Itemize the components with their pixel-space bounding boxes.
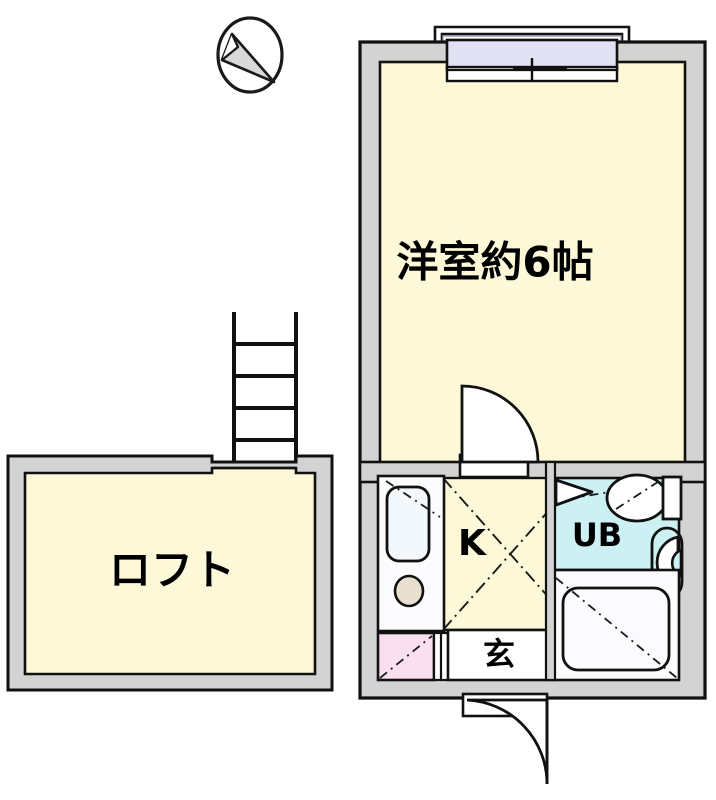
room-label-entrance: 玄 xyxy=(483,635,515,673)
sliding-door-kitchen[interactable] xyxy=(432,631,450,682)
room-label-main: 洋室約6帖 xyxy=(396,238,593,287)
room-main xyxy=(378,60,687,468)
room-loft xyxy=(6,454,334,692)
room-label-kitchen: K xyxy=(458,523,487,564)
north-compass-icon xyxy=(216,16,284,94)
interior-wall-ub xyxy=(544,460,557,682)
kitchen-diagonal-b xyxy=(442,507,552,631)
bathtub xyxy=(561,586,671,672)
sliding-window[interactable] xyxy=(445,38,619,83)
bathtub-area xyxy=(552,568,681,682)
swing-door-entrance[interactable] xyxy=(461,692,549,785)
kitchen-burner xyxy=(393,574,425,608)
kitchen-sink xyxy=(385,485,431,563)
room-label-unit-bath: UB xyxy=(572,516,622,554)
swing-door-room[interactable] xyxy=(458,384,540,479)
room-label-loft: ロフト xyxy=(109,546,235,595)
toilet xyxy=(605,473,683,523)
washing-machine-space xyxy=(376,631,436,682)
kitchen-diagonal-a xyxy=(442,477,552,601)
kitchen-counter xyxy=(376,474,446,633)
